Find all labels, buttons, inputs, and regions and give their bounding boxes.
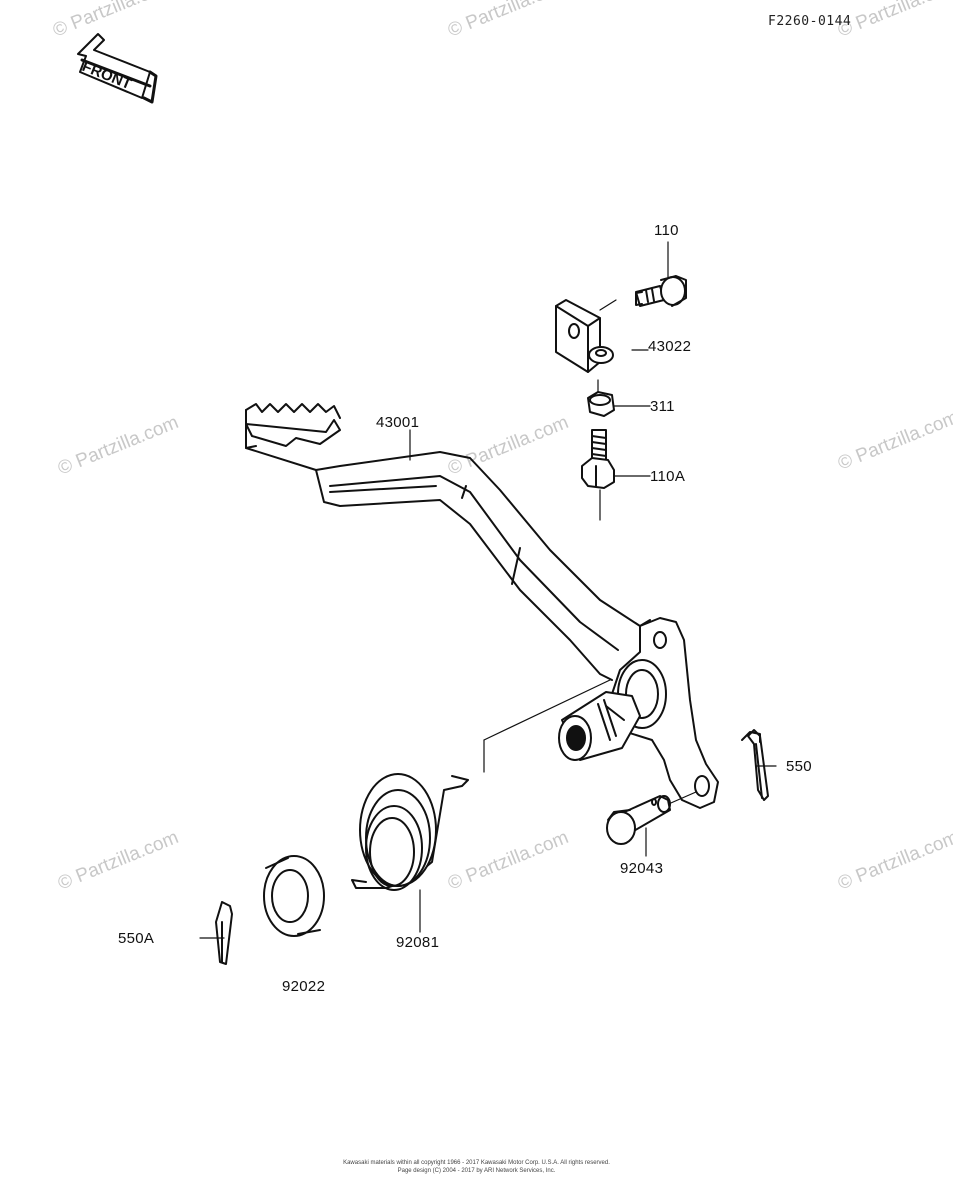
part-label-110: 110 xyxy=(654,222,679,239)
clevis-pin-92043 xyxy=(606,795,671,845)
bolt-110 xyxy=(635,275,687,307)
brake-pedal-43001 xyxy=(245,403,719,809)
cotter-pin-550 xyxy=(741,729,769,801)
cotter-pin-550a xyxy=(215,901,233,965)
nut-311 xyxy=(587,379,615,417)
part-label-92081: 92081 xyxy=(396,934,440,951)
diagram-code: F2260-0144 xyxy=(768,14,852,29)
part-label-92022: 92022 xyxy=(282,978,326,995)
part-label-92043: 92043 xyxy=(620,860,664,877)
copyright-line-2: Page design (C) 2004 - 2017 by ARI Netwo… xyxy=(397,1168,556,1174)
part-label-43001: 43001 xyxy=(376,414,420,431)
bracket-43022 xyxy=(555,299,614,373)
spring-92081 xyxy=(351,773,469,891)
part-label-550: 550 xyxy=(786,758,812,775)
front-arrow-icon xyxy=(77,33,158,104)
bolt-110a xyxy=(581,429,615,521)
copyright-line-1: Kawasaki materials within all copyright … xyxy=(343,1160,610,1166)
part-label-550a: 550A xyxy=(118,930,155,947)
part-label-43022: 43022 xyxy=(648,338,692,355)
part-label-110a: 110A xyxy=(650,468,686,485)
washer-92022 xyxy=(263,855,325,937)
part-label-311: 311 xyxy=(650,398,675,415)
